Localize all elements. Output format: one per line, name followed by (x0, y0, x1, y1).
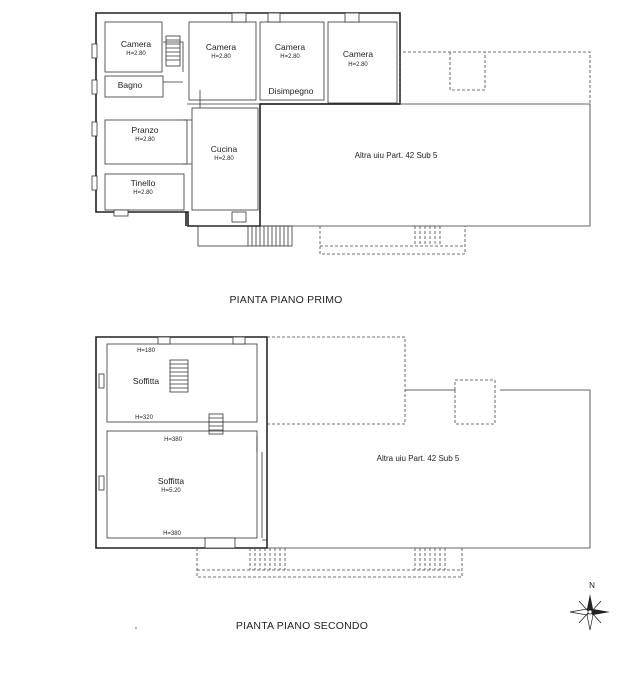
room-camera-2-label: Camera (206, 42, 237, 52)
room-camera-1-height: H=2.80 (126, 51, 146, 57)
room-soffitta-2-height-bottom: H=380 (163, 531, 182, 537)
room-camera-1-label: Camera (121, 39, 152, 49)
floor1-stair (165, 35, 181, 67)
room-soffitta-1-label: Soffitta (133, 376, 160, 386)
room-camera-2-height: H=2.80 (211, 54, 231, 60)
floor1-neighbor-unit (260, 51, 591, 255)
room-cucina-height: H=2.80 (214, 156, 234, 162)
room-soffitta-1-height-top: H=180 (137, 348, 156, 354)
room-bagno-label: Bagno (118, 80, 143, 90)
floor2-windows (98, 373, 105, 491)
room-camera-4-height: H=2.80 (348, 62, 368, 68)
floor1-plan: Camera H=2.80 Camera H=2.80 Camera H=2.8… (91, 12, 591, 306)
compass-north-label: N (589, 581, 595, 590)
room-pranzo-height: H=2.80 (135, 137, 155, 143)
room-cucina-label: Cucina (211, 144, 238, 154)
room-soffitta-2-height-top: H=380 (164, 437, 183, 443)
room-soffitta-2-label: Soffitta (158, 476, 185, 486)
floor2-stairs (169, 359, 224, 435)
floor2-neighbor-label: Altra uiu Part. 42 Sub 5 (377, 454, 460, 463)
floor1-entrance-stair (197, 225, 293, 247)
room-tinello-height: H=2.80 (133, 190, 153, 196)
room-disimpegno-label: Disimpegno (269, 86, 314, 96)
room-soffitta-1-height-bottom: H=320 (135, 415, 154, 421)
floor2-plan: H=180 Soffitta H=320 H=380 Soffitta H=5.… (95, 336, 591, 632)
floor1-chimneys (113, 12, 360, 223)
floor2-chimneys (157, 336, 246, 549)
room-pranzo-label: Pranzo (132, 125, 159, 135)
floor1-title: PIANTA PIANO PRIMO (229, 294, 342, 306)
floor2-partitions (106, 343, 268, 541)
room-camera-3-height: H=2.80 (280, 54, 300, 60)
room-camera-3-label: Camera (275, 42, 306, 52)
floor2-title: PIANTA PIANO SECONDO (236, 620, 368, 632)
floor2-neighbor-unit (196, 336, 591, 578)
floor1-neighbor-label: Altra uiu Part. 42 Sub 5 (355, 151, 438, 160)
room-camera-4-label: Camera (343, 49, 374, 59)
floor1-partitions (104, 21, 398, 211)
room-soffitta-2-height-mid: H=5.20 (161, 488, 181, 494)
compass-rose-icon (569, 594, 610, 631)
room-tinello-label: Tinello (131, 178, 156, 188)
floor1-windows (91, 43, 98, 191)
